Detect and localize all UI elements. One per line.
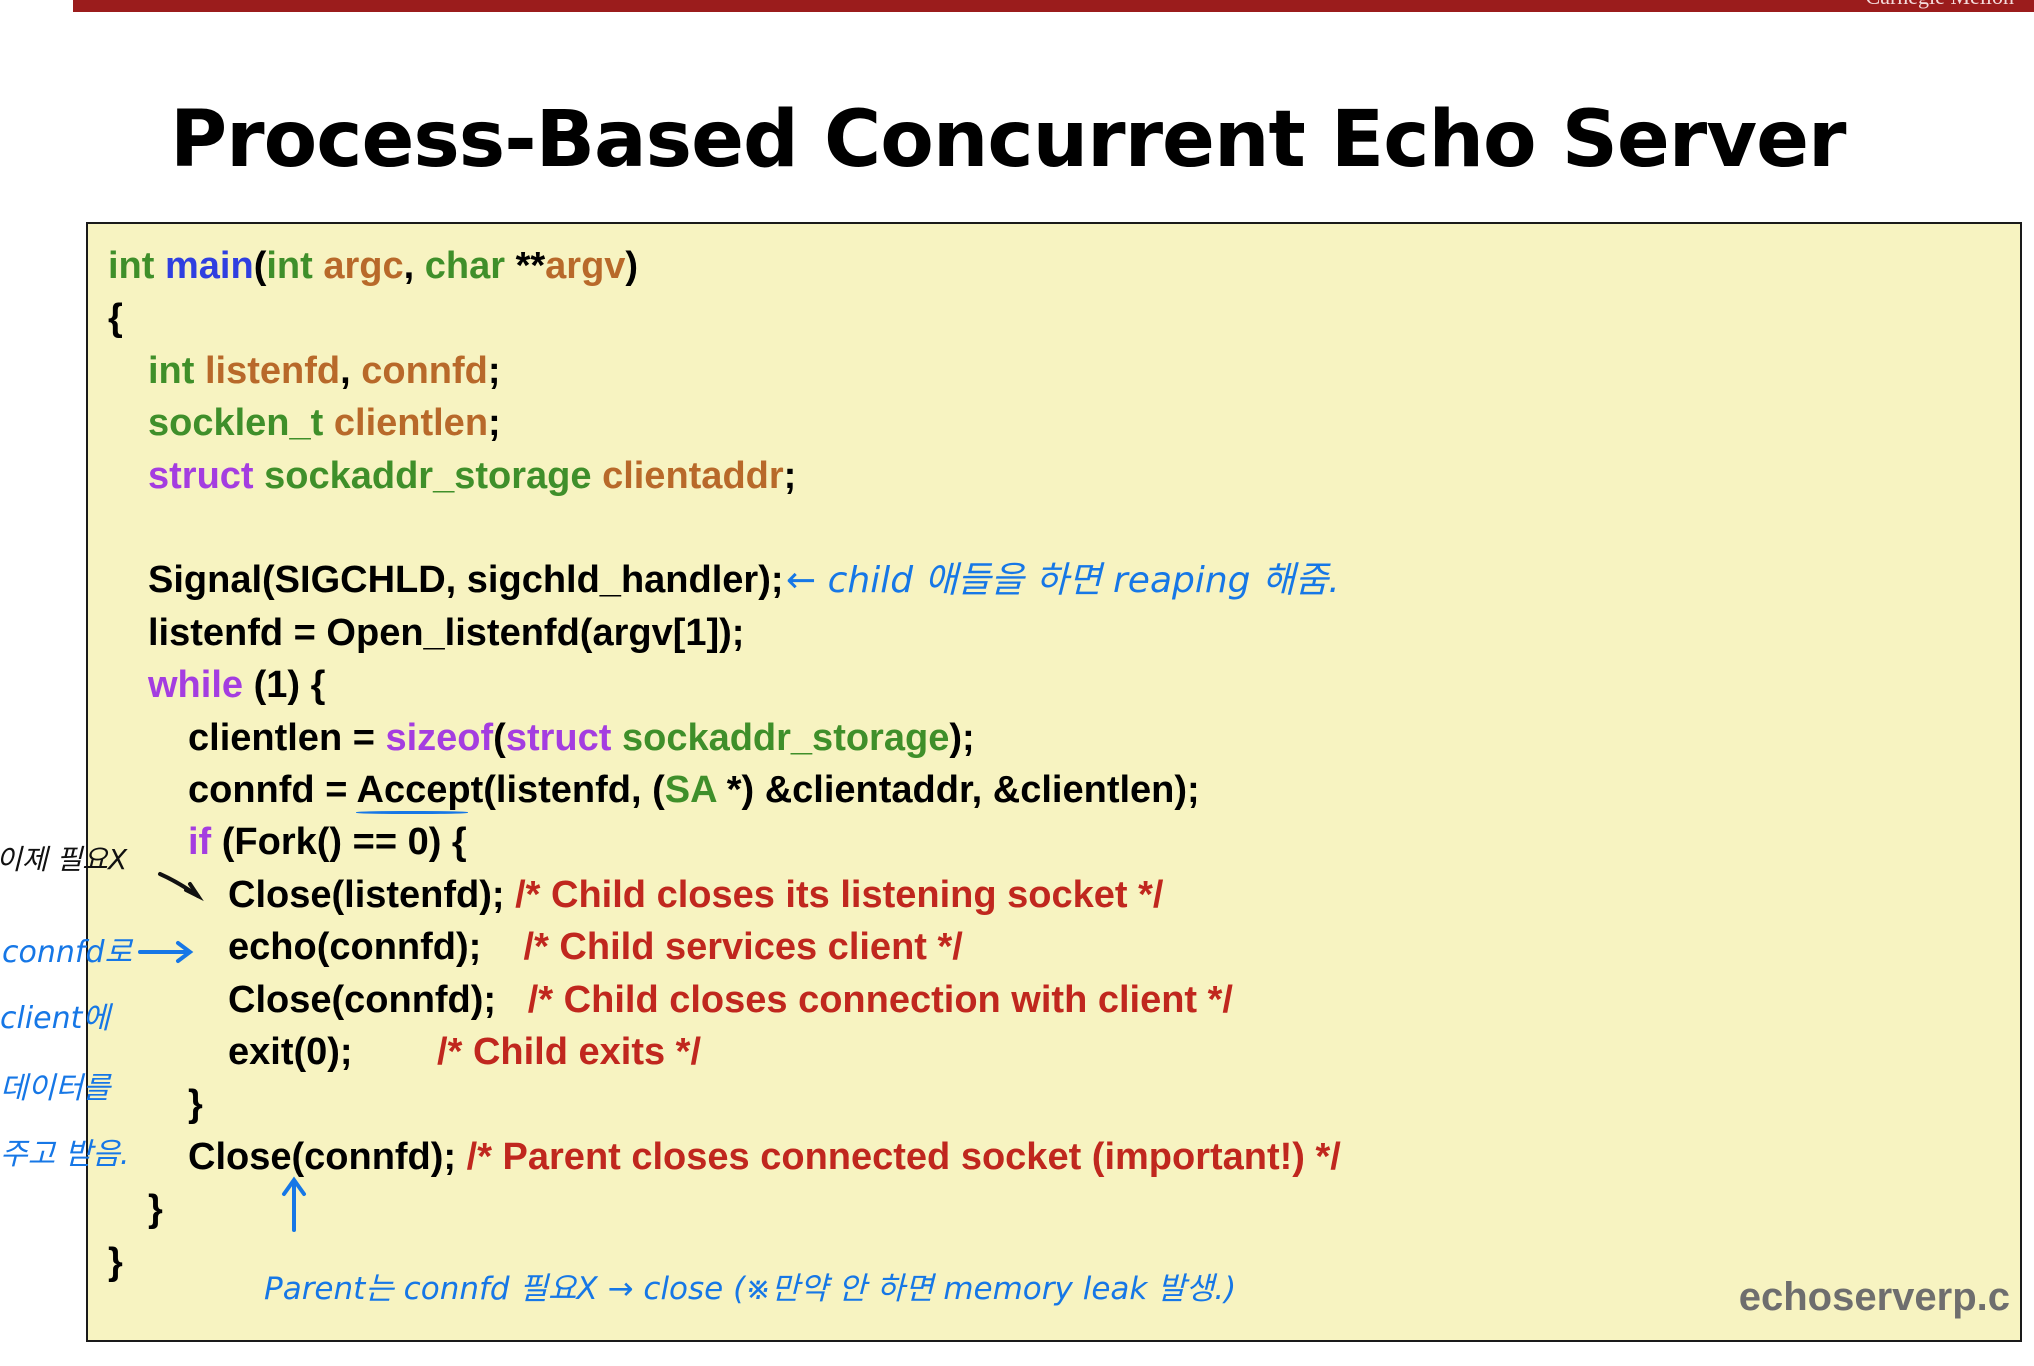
code-line: echo(connfd); /* Child services client *… (228, 921, 963, 973)
code-token: ; (783, 454, 797, 497)
code-token: *) &clientaddr, &clientlen); (716, 769, 1200, 811)
code-token: (1) { (253, 664, 326, 707)
signal-handwritten-note: ← child 애들을 하면 reaping 해줌. (786, 560, 1340, 601)
code-token: echo(connfd); (228, 926, 524, 969)
file-label: echoserverp.c (1738, 1275, 2010, 1319)
code-line: } (108, 1236, 123, 1288)
code-token: Close(connfd); (188, 1135, 467, 1178)
code-token: ) (625, 245, 639, 287)
code-token: argv (545, 245, 626, 287)
arrow-to-close-listenfd-icon (158, 872, 204, 902)
code-token: { (108, 297, 123, 340)
code-token: struct (505, 716, 622, 759)
code-line: Close(connfd); /* Parent closes connecte… (188, 1131, 1341, 1183)
code-token: Close(connfd); (228, 978, 528, 1021)
arrow-up-to-parent-close-icon (282, 1176, 306, 1232)
header-bar-text: Carnegie Mellon (1866, 0, 2014, 8)
left-note-no-longer-needed: 이제 필요X (0, 843, 128, 876)
code-token: int (266, 245, 324, 287)
code-line: { (108, 292, 123, 344)
code-token: clientaddr (602, 454, 784, 497)
accept-underline-mark (356, 811, 468, 814)
code-line: Close(connfd); /* Child closes connectio… (228, 974, 1233, 1026)
code-token: ( (253, 245, 267, 287)
code-line: connfd = Accept(listenfd, (SA *) &client… (188, 764, 1200, 816)
code-token: } (108, 1240, 123, 1283)
code-token: socklen_t (148, 402, 334, 445)
code-token: ** (515, 245, 546, 287)
code-line: Signal(SIGCHLD, sigchld_handler); (148, 554, 784, 606)
code-line: exit(0); /* Child exits */ (228, 1026, 701, 1078)
code-token: struct (148, 454, 265, 497)
code-token: main (164, 245, 254, 287)
code-token: /* Child exits */ (437, 1031, 702, 1073)
code-token: ; (488, 402, 501, 445)
code-token: } (188, 1083, 203, 1126)
code-token: /* Child services client */ (523, 926, 963, 969)
code-token: listenfd (204, 349, 341, 392)
code-line: } (188, 1078, 203, 1130)
code-line: socklen_t clientlen; (148, 397, 501, 449)
arrow-to-echo-icon (138, 941, 194, 963)
parent-handwritten-note: Parent는 connfd 필요X → close (※만약 안 하면 mem… (264, 1271, 1237, 1307)
code-token: ( (493, 716, 506, 759)
code-token: sockaddr_storage (264, 454, 603, 497)
left-note-line-3: 데이터를 (0, 1071, 111, 1106)
code-line: Close(listenfd); /* Child closes its lis… (228, 869, 1163, 921)
code-token: sockaddr_storage (621, 716, 950, 759)
code-token: int (148, 349, 205, 392)
header-bar: Carnegie Mellon (73, 0, 2034, 12)
code-token: connfd = Accept(listenfd, ( (188, 769, 665, 811)
code-line: } (148, 1183, 163, 1235)
code-token: /* Parent closes connected socket (impor… (466, 1135, 1341, 1178)
code-token: char (424, 245, 516, 287)
code-token: listenfd = Open_listenfd(argv[1]); (148, 611, 745, 654)
code-token: } (148, 1188, 163, 1231)
code-token: exit(0); (228, 1031, 438, 1073)
code-token: ); (949, 716, 975, 759)
code-token: SA (664, 769, 717, 811)
code-token: if (188, 821, 222, 864)
code-token: (Fork() == 0) { (221, 821, 467, 864)
code-token: int (108, 245, 165, 287)
code-line: listenfd = Open_listenfd(argv[1]); (148, 607, 744, 659)
code-token: clientlen = (188, 716, 386, 759)
code-line: if (Fork() == 0) { (188, 816, 467, 868)
left-note-line-2: client에 (0, 1001, 110, 1036)
code-line: while (1) { (148, 659, 325, 711)
code-token: Signal(SIGCHLD, sigchld_handler); (148, 559, 784, 602)
code-token: /* Child closes connection with client *… (527, 978, 1233, 1021)
code-token: sizeof (385, 716, 494, 759)
code-box: int main(int argc, char **argv){int list… (86, 222, 2022, 1342)
code-line: int main(int argc, char **argv) (108, 240, 638, 292)
code-line: clientlen = sizeof(struct sockaddr_stora… (188, 712, 975, 764)
code-token: , (403, 245, 425, 287)
code-token: ; (487, 349, 501, 392)
code-token: /* Child closes its listening socket */ (515, 873, 1164, 916)
code-token: clientlen (333, 402, 489, 445)
code-line: struct sockaddr_storage clientaddr; (148, 450, 796, 502)
left-note-line-4: 주고 받음. (0, 1137, 130, 1172)
code-token: while (148, 664, 254, 707)
code-line: int listenfd, connfd; (148, 345, 501, 397)
left-note-line-1: connfd로 (2, 935, 133, 970)
code-token: connfd (361, 349, 488, 392)
slide-title: Process-Based Concurrent Echo Server (170, 95, 1846, 185)
code-token: , (340, 349, 362, 392)
code-token: Close(listenfd); (228, 873, 516, 916)
code-token: argc (323, 245, 404, 287)
